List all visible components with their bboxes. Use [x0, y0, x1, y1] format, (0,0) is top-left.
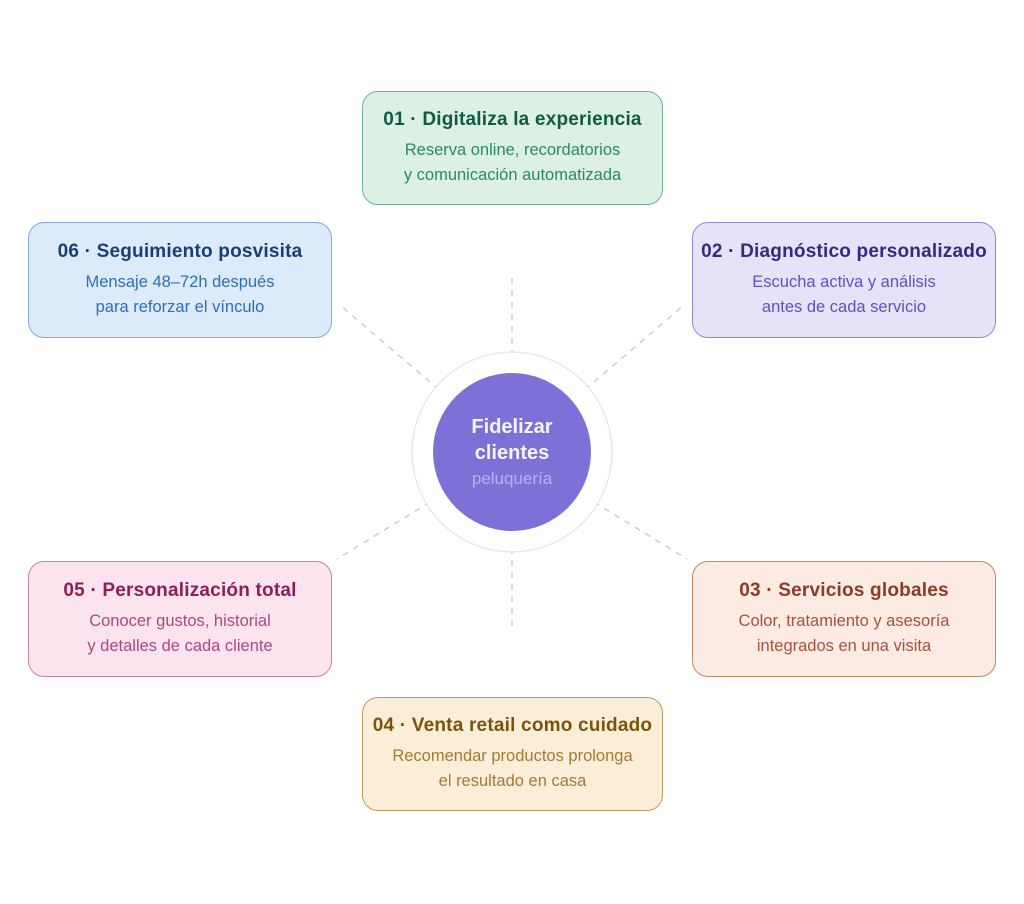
- spoke-lower-right: [511, 451, 688, 560]
- card-title: 03 · Servicios globales: [739, 579, 949, 601]
- node-card-04-venta-retail: 04 · Venta retail como cuidado Recomenda…: [362, 697, 663, 811]
- center-title-line: clientes: [474, 441, 550, 464]
- card-body-line: para reforzar el vínculo: [95, 297, 265, 316]
- card-body-line: integrados en una visita: [756, 636, 932, 655]
- center-title-line: Fidelizar: [471, 415, 553, 438]
- node-card-05-personalizacion-total: 05 · Personalización total Conocer gusto…: [28, 561, 332, 677]
- node-card-06-seguimiento-posvisita: 06 · Seguimiento posvisita Mensaje 48–72…: [28, 222, 332, 338]
- card-body: Escucha activa y análisis antes de cada …: [752, 270, 935, 320]
- card-body-line: Conocer gustos, historial: [89, 611, 271, 630]
- card-body-line: y detalles de cada cliente: [87, 636, 273, 655]
- card-body: Recomendar productos prolonga el resulta…: [392, 744, 632, 794]
- card-body-line: y comunicación automatizada: [403, 165, 622, 184]
- card-title: 02 · Diagnóstico personalizado: [701, 240, 987, 262]
- card-body-line: el resultado en casa: [438, 771, 587, 790]
- card-title: 06 · Seguimiento posvisita: [57, 240, 303, 262]
- card-body-line: Reserva online, recordatorios: [404, 140, 621, 159]
- center-node: Fidelizar clientes peluquería: [433, 373, 591, 531]
- card-title: 01 · Digitaliza la experiencia: [383, 108, 642, 130]
- card-body: Color, tratamiento y asesoría integrados…: [739, 609, 950, 659]
- card-body-line: antes de cada servicio: [761, 297, 927, 316]
- center-subtitle: peluquería: [471, 468, 553, 488]
- node-card-02-diagnostico-personalizado: 02 · Diagnóstico personalizado Escucha a…: [692, 222, 996, 338]
- card-body: Mensaje 48–72h después para reforzar el …: [86, 270, 275, 320]
- spoke-lower-left: [336, 451, 513, 560]
- card-body-line: Color, tratamiento y asesoría: [738, 611, 950, 630]
- card-body: Conocer gustos, historial y detalles de …: [87, 609, 272, 659]
- node-card-03-servicios-globales: 03 · Servicios globales Color, tratamien…: [692, 561, 996, 677]
- card-body-line: Escucha activa y análisis: [752, 272, 936, 291]
- card-body: Reserva online, recordatorios y comunica…: [404, 138, 621, 188]
- card-body-line: Mensaje 48–72h después: [85, 272, 275, 291]
- card-title: 05 · Personalización total: [63, 579, 297, 601]
- card-body-line: Recomendar productos prolonga: [392, 746, 633, 765]
- card-title: 04 · Venta retail como cuidado: [372, 714, 653, 736]
- node-card-01-digitaliza-experiencia: 01 · Digitaliza la experiencia Reserva o…: [362, 91, 663, 205]
